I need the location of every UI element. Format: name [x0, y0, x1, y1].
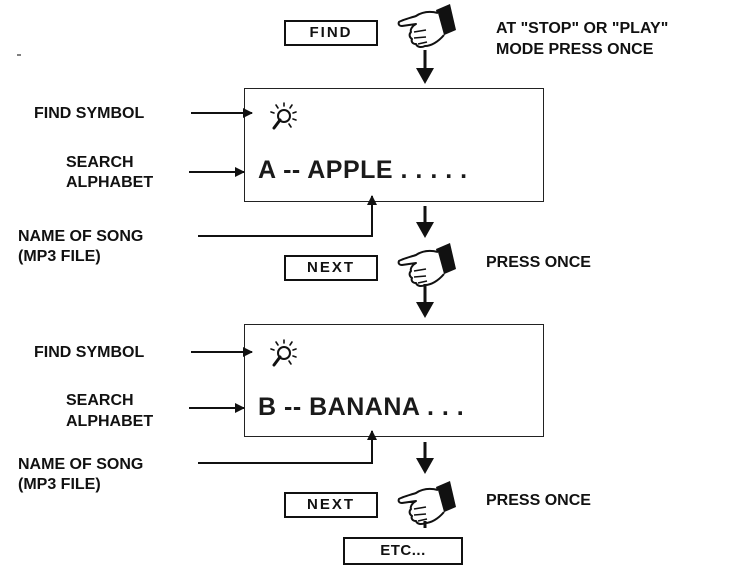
find-button: FIND — [284, 20, 378, 46]
pointing-hand-icon — [397, 3, 457, 49]
next-button-2: NEXT — [284, 492, 378, 518]
search-alphabet-label-1b: ALPHABET — [66, 174, 154, 191]
lcd-display-1 — [244, 88, 544, 202]
next-button: NEXT — [284, 255, 378, 281]
search-alphabet-label-2b: ALPHABET — [66, 413, 154, 430]
pointing-hand-icon-3 — [397, 480, 457, 526]
pointing-hand-icon-2 — [397, 242, 457, 288]
display-1-text: A -- APPLE . . . . . — [258, 156, 468, 184]
lcd-display-2 — [244, 324, 544, 437]
next-instruction: PRESS ONCE — [486, 254, 591, 271]
search-alphabet-label-1a: SEARCH — [66, 154, 134, 171]
find-symbol-label-1: FIND SYMBOL — [34, 105, 145, 122]
magnifier-find-icon-2 — [269, 338, 298, 367]
song-name-label-2b: (MP3 FILE) — [18, 476, 101, 493]
song-name-label-1b: (MP3 FILE) — [18, 248, 101, 265]
find-instruction-line2: MODE PRESS ONCE — [496, 41, 654, 58]
flow-arrows — [416, 50, 434, 528]
song-name-label-2a: NAME OF SONG — [18, 456, 144, 473]
next-instruction-2: PRESS ONCE — [486, 492, 591, 509]
search-alphabet-label-2a: SEARCH — [66, 392, 134, 409]
find-symbol-label-2: FIND SYMBOL — [34, 344, 145, 361]
find-instruction-line1: AT "STOP" OR "PLAY" — [496, 20, 669, 37]
display-2-text: B -- BANANA . . . — [258, 393, 465, 421]
song-name-label-1a: NAME OF SONG — [18, 228, 144, 245]
etc-box: ETC... — [343, 537, 463, 565]
magnifier-find-icon-1 — [269, 101, 298, 130]
